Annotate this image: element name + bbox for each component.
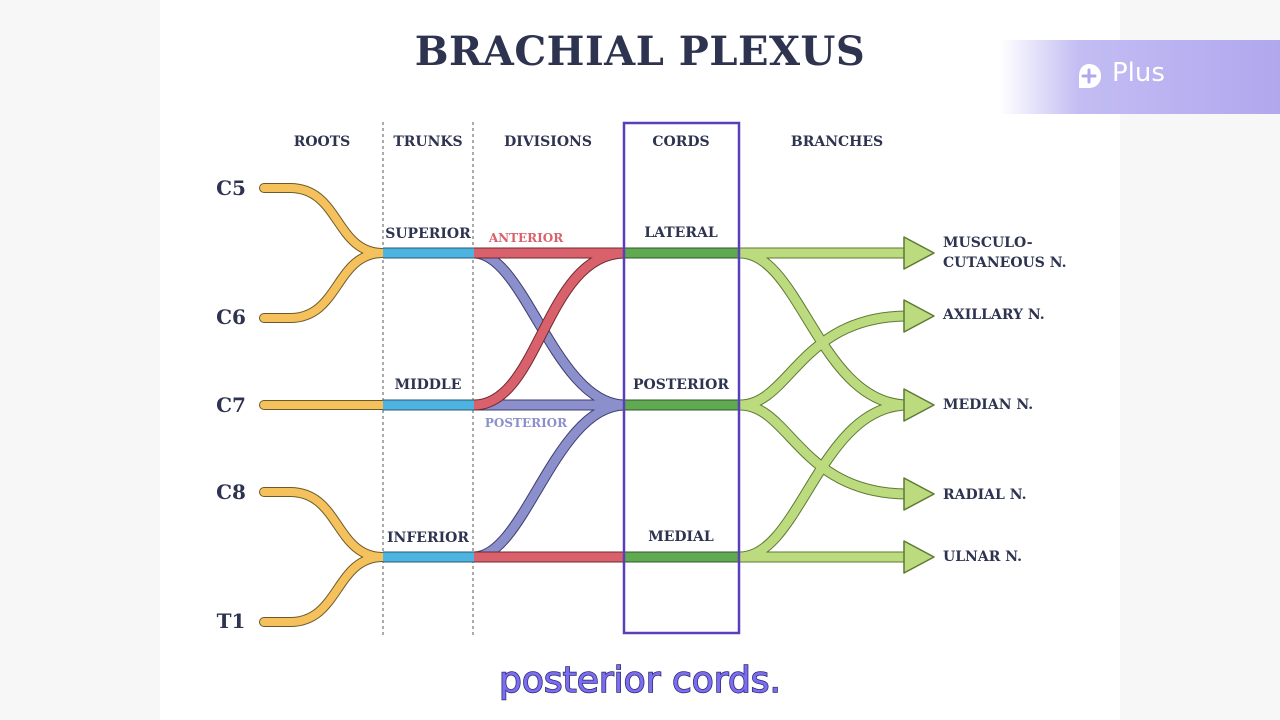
column-header-branches: BRANCHES (791, 134, 883, 150)
branch-arrowheads (903, 236, 935, 574)
division-label-anterior: ANTERIOR (488, 231, 564, 245)
subtitle-caption: posterior cords. (498, 659, 782, 702)
trunk-label-inferior: INFERIOR (387, 530, 469, 546)
plus-label: Plus (1112, 58, 1165, 88)
page-title: BRACHIAL PLEXUS (414, 28, 866, 75)
cord-label-medial: MEDIAL (648, 529, 714, 545)
cord-label-lateral: LATERAL (644, 225, 718, 241)
branch-label-axillary: AXILLARY N. (942, 307, 1045, 323)
root-label-t1: T1 (217, 609, 246, 633)
root-label-c7: C7 (216, 393, 246, 417)
anterior-divisions (473, 247, 626, 563)
cords-highlight-box (622, 121, 741, 635)
root-label-c8: C8 (216, 480, 246, 504)
root-label-c5: C5 (216, 176, 246, 200)
posterior-divisions (473, 247, 626, 563)
right-margin (1120, 0, 1280, 720)
branch-label-ulnar: ULNAR N. (943, 549, 1022, 565)
branches-paths (739, 247, 909, 563)
column-header-roots: ROOTS (294, 134, 351, 150)
trunks-bars (383, 247, 474, 563)
plus-badge[interactable]: Plus (1000, 40, 1280, 114)
column-header-trunks: TRUNKS (393, 134, 462, 150)
cords-bars (625, 247, 740, 563)
radial-arrowhead (903, 477, 935, 511)
ulnar-arrowhead (903, 540, 935, 574)
trunk-label-middle: MIDDLE (395, 377, 462, 393)
division-label-posterior: POSTERIOR (485, 416, 568, 430)
plus-logo-icon (1079, 64, 1101, 88)
cord-label-posterior: POSTERIOR (633, 377, 729, 393)
trunk-label-superior: SUPERIOR (385, 226, 471, 242)
slide-background (160, 0, 1120, 720)
roots-paths (259, 183, 388, 627)
musculocutaneous-arrowhead (903, 236, 935, 270)
median-arrowhead (903, 388, 935, 422)
branch-label-median: MEDIAN N. (943, 397, 1033, 413)
branch-label-musculocutaneous-line1: MUSCULO- (943, 235, 1033, 251)
column-header-cords: CORDS (652, 134, 709, 150)
root-label-c6: C6 (216, 305, 246, 329)
axillary-arrowhead (903, 299, 935, 333)
branch-label-musculocutaneous-line2: CUTANEOUS N. (943, 255, 1067, 271)
branch-label-radial: RADIAL N. (943, 487, 1027, 503)
column-header-divisions: DIVISIONS (504, 134, 592, 150)
left-margin (0, 0, 160, 720)
